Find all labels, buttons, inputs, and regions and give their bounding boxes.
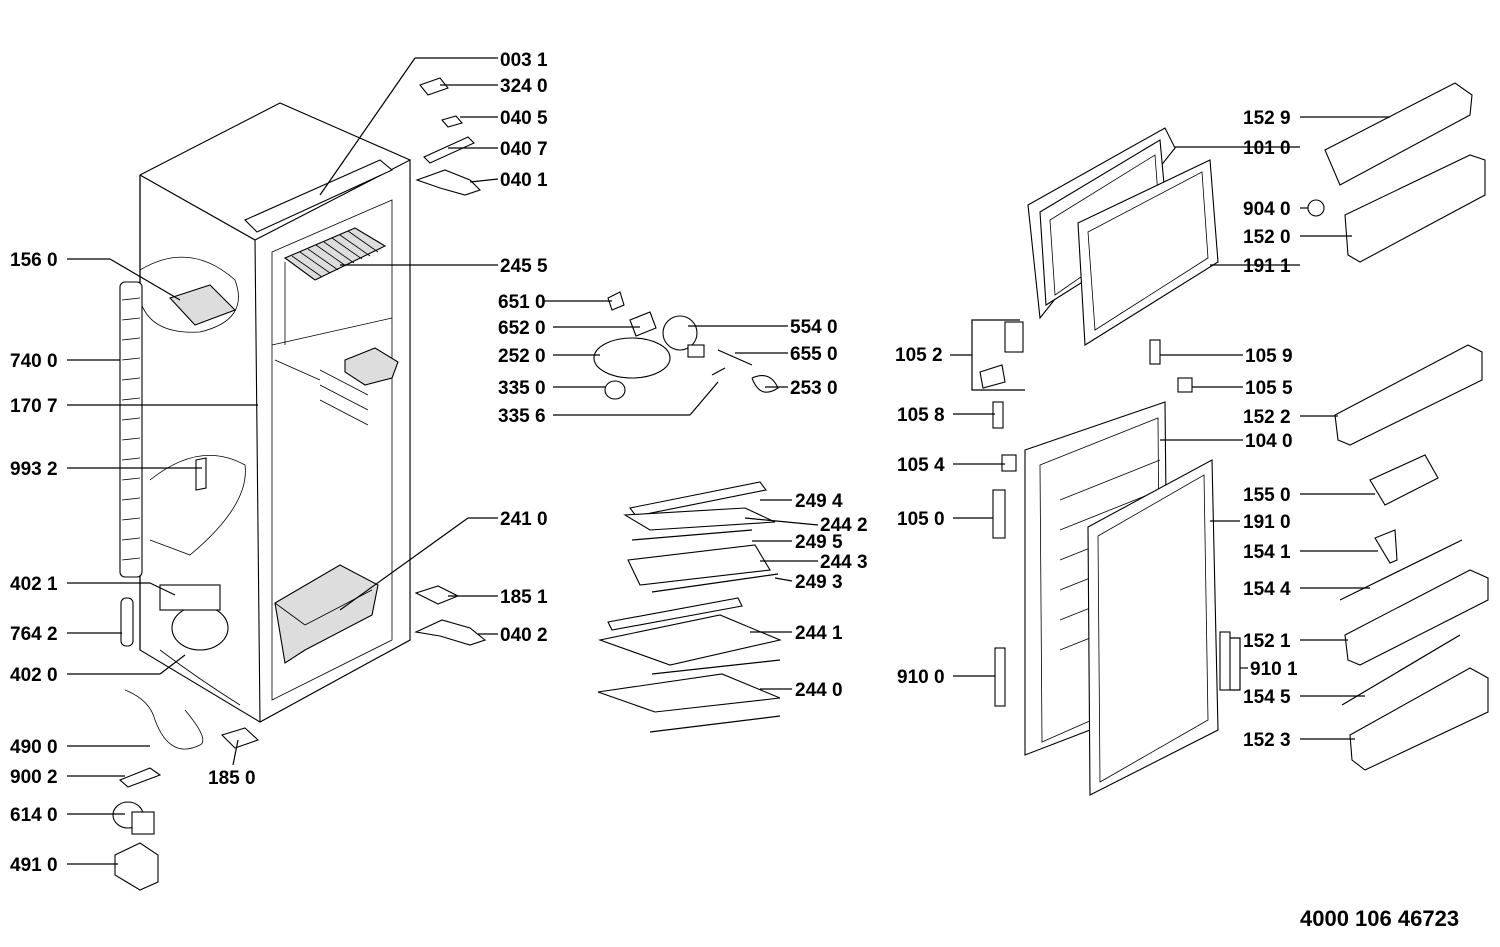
part-label: 003 1: [500, 50, 548, 71]
part-label: 191 0: [1243, 512, 1291, 533]
part-label: 402 0: [10, 665, 58, 686]
part-label: 185 0: [208, 768, 256, 789]
part-label: 740 0: [10, 351, 58, 372]
part-label: 040 2: [500, 625, 548, 646]
part-label: 910 0: [897, 667, 945, 688]
part-label: 185 1: [500, 587, 548, 608]
top-hinge-parts: [415, 77, 482, 196]
part-label: 490 0: [10, 737, 58, 758]
part-label: 155 0: [1243, 485, 1291, 506]
part-label: 156 0: [10, 250, 58, 271]
lower-hinge-parts: [414, 585, 487, 646]
part-label: 170 7: [10, 396, 58, 417]
part-label: 105 2: [895, 345, 943, 366]
part-label: 152 9: [1243, 108, 1291, 129]
part-label: 152 1: [1243, 631, 1291, 652]
part-label: 040 1: [500, 170, 548, 191]
part-label: 040 5: [500, 108, 548, 129]
part-label: 152 2: [1243, 407, 1291, 428]
leader-lines: [67, 57, 1390, 865]
part-label: 324 0: [500, 76, 548, 97]
part-label: 614 0: [10, 805, 58, 826]
part-label: 655 0: [790, 344, 838, 365]
part-label: 764 2: [10, 624, 58, 645]
part-label: 154 5: [1243, 687, 1291, 708]
part-label: 244 2: [820, 515, 868, 536]
part-label: 101 0: [1243, 138, 1291, 159]
part-label: 105 9: [1245, 346, 1293, 367]
part-label: 335 0: [498, 378, 546, 399]
part-label: 900 2: [10, 767, 58, 788]
part-label: 152 0: [1243, 227, 1291, 248]
part-label: 554 0: [790, 317, 838, 338]
part-label: 152 3: [1243, 730, 1291, 751]
part-label: 904 0: [1243, 199, 1291, 220]
part-label: 191 1: [1243, 256, 1291, 277]
freezer-door: [1027, 127, 1219, 346]
part-label: 249 5: [795, 532, 843, 553]
part-label: 993 2: [10, 459, 58, 480]
part-label: 491 0: [10, 855, 58, 876]
part-label: 652 0: [498, 318, 546, 339]
part-label: 241 0: [500, 509, 548, 530]
part-label: 651 0: [498, 292, 546, 313]
control-panel-parts: [344, 291, 779, 400]
part-label: 154 4: [1243, 579, 1291, 600]
fridge-door: [1024, 401, 1219, 796]
part-label: 249 3: [795, 572, 843, 593]
part-label: 252 0: [498, 346, 546, 367]
part-label: 402 1: [10, 574, 58, 595]
glass-shelves: [597, 481, 782, 733]
part-label: 105 8: [897, 405, 945, 426]
part-label: 104 0: [1245, 431, 1293, 452]
part-label: 040 7: [500, 139, 548, 160]
part-label: 244 3: [820, 552, 868, 573]
part-label: 253 0: [790, 378, 838, 399]
part-label: 105 4: [897, 455, 945, 476]
part-label: 244 1: [795, 623, 843, 644]
document-code: 4000 106 46723: [1300, 906, 1459, 931]
refrigerator-cabinet: [112, 102, 411, 891]
part-label: 335 6: [498, 406, 546, 427]
door-small-parts: [979, 321, 1231, 707]
part-labels: 003 1 324 0 040 5 040 7 040 1 245 5 651 …: [10, 50, 1459, 931]
part-label: 105 5: [1245, 378, 1293, 399]
part-label: 245 5: [500, 256, 548, 277]
door-bins: [1307, 82, 1489, 771]
part-label: 910 1: [1250, 659, 1298, 680]
part-label: 105 0: [897, 509, 945, 530]
part-label: 249 4: [795, 491, 843, 512]
part-label: 244 0: [795, 680, 843, 701]
part-label: 154 1: [1243, 542, 1291, 563]
